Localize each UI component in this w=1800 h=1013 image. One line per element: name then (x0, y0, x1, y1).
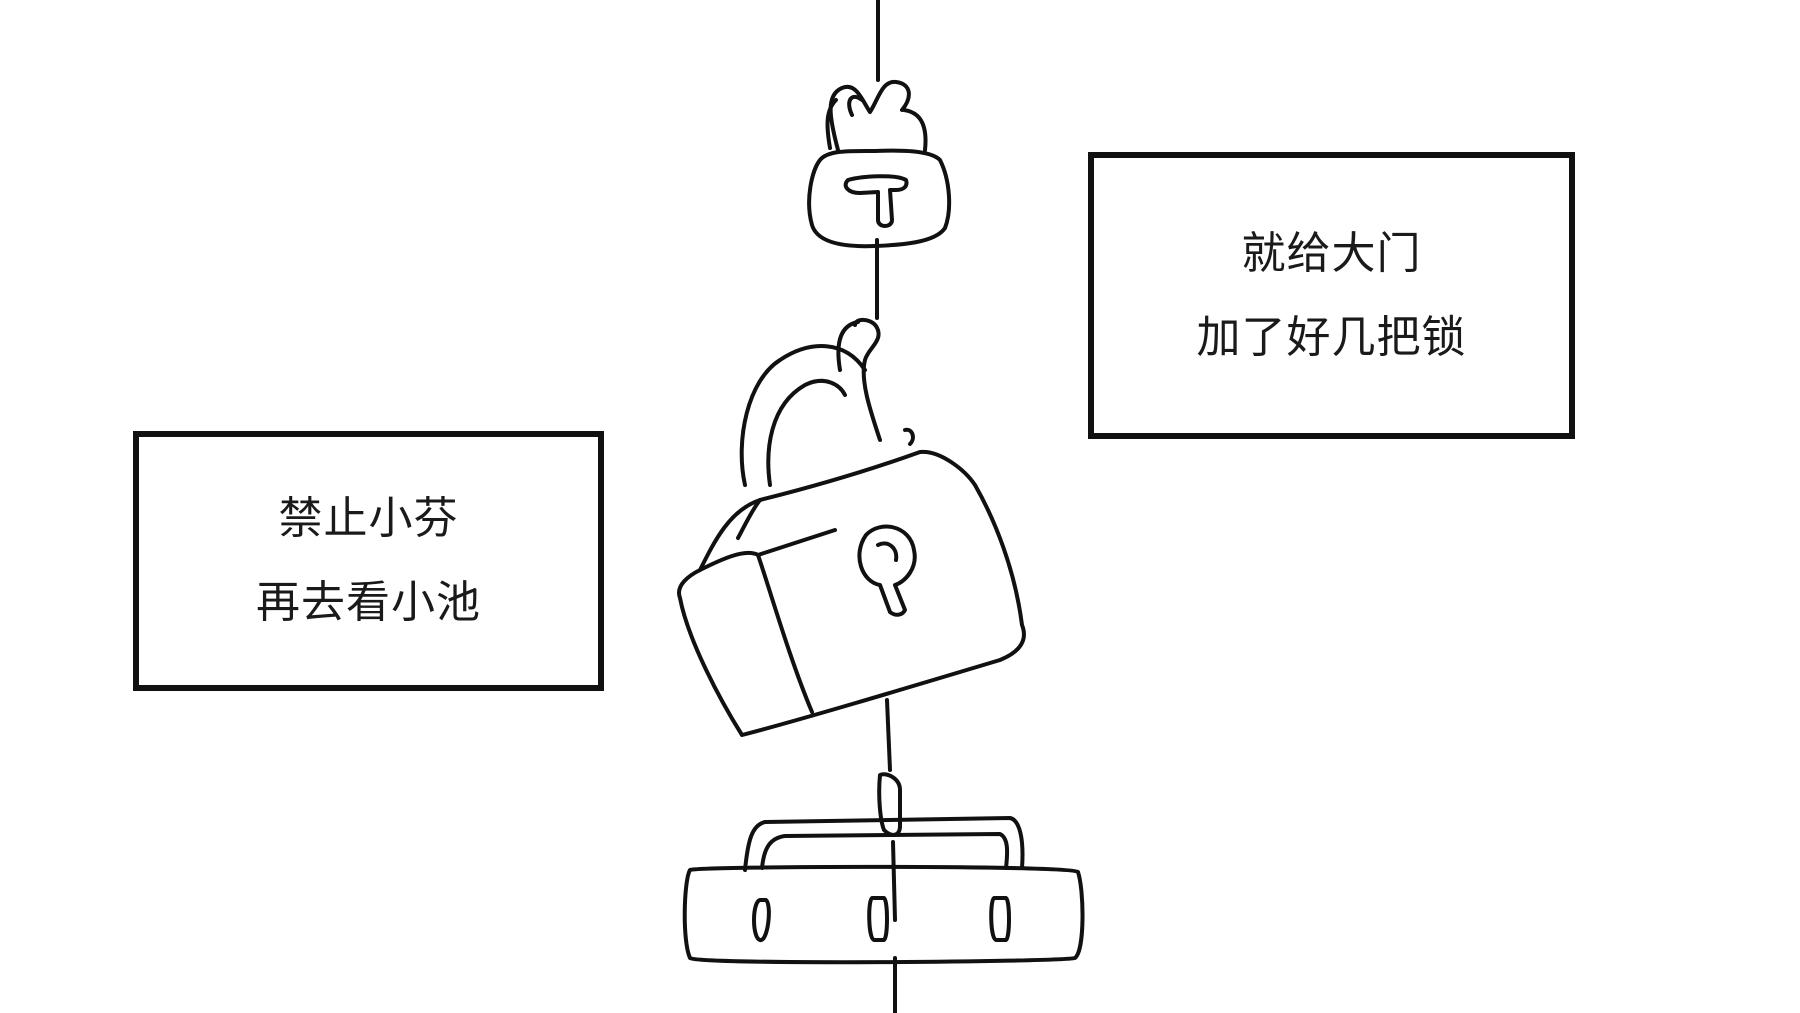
caption-left-line2: 再去看小池 (256, 577, 481, 628)
chain-line (875, 0, 897, 1013)
caption-box-right: 就给大门 加了好几把锁 (1088, 152, 1575, 439)
bar-lock (682, 772, 1085, 965)
large-padlock (677, 317, 1026, 737)
small-padlock (807, 79, 952, 249)
caption-box-left: 禁止小芬 再去看小池 (133, 431, 604, 691)
caption-left-line1: 禁止小芬 (278, 493, 459, 545)
caption-right-line2: 加了好几把锁 (1196, 311, 1467, 363)
caption-right-line1: 就给大门 (1241, 227, 1422, 279)
